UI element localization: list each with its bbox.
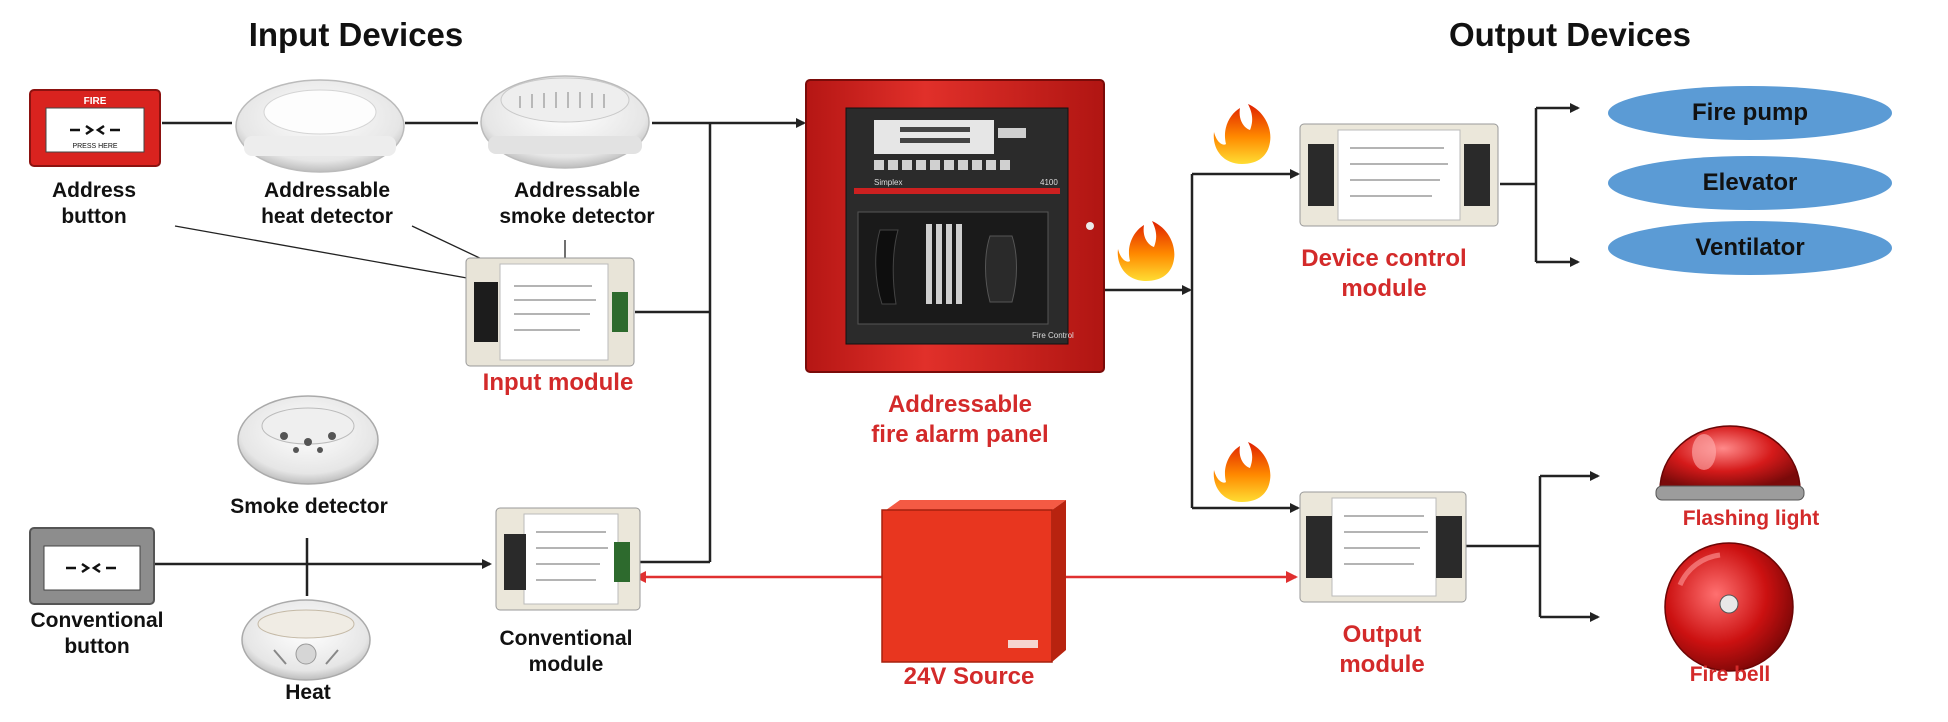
flame-icon-output — [1213, 442, 1271, 502]
panel-brand: Simplex — [874, 178, 902, 187]
call-point-text: FIRE — [84, 96, 107, 107]
panel-footer: Fire Control — [1032, 331, 1074, 340]
fire-alarm-panel-icon: Simplex 4100 Fire Control — [805, 79, 1105, 373]
label-panel: Addressable fire alarm panel — [871, 391, 1049, 448]
label-heat: Heat — [285, 681, 331, 704]
label-flashing-light: Flashing light — [1682, 507, 1820, 530]
panel-model: 4100 — [1040, 178, 1058, 187]
ventilator-device: Ventilator — [1608, 221, 1892, 275]
label-24v-source: 24V Source — [903, 663, 1035, 690]
smoke-detector-addr-icon — [480, 75, 650, 169]
output-module-icon — [1299, 491, 1467, 603]
heat-detector-icon — [235, 79, 405, 173]
label-smoke-detector: Smoke detector — [230, 495, 388, 518]
smoke-detector-icon — [237, 395, 379, 485]
power-supply-icon — [881, 500, 1066, 663]
input-module-icon — [465, 257, 635, 367]
call-point-subtext: PRESS HERE — [72, 143, 117, 150]
flame-icon-panel — [1117, 221, 1175, 281]
label-conventional-button: Conventional button — [30, 609, 164, 659]
conventional-button-icon — [29, 527, 155, 605]
heat-icon — [241, 599, 371, 681]
fire-bell-icon — [1664, 542, 1794, 672]
label-input-module: Input module — [482, 369, 634, 396]
label-heat-detector: Addressable heat detector — [261, 179, 393, 229]
heading-output-devices: Output Devices — [1448, 16, 1692, 53]
label-smoke-detector-addr: Addressable smoke detector — [499, 179, 655, 229]
label-output-module: Output module — [1339, 621, 1425, 678]
label-address-button: Address button — [51, 179, 137, 229]
conventional-module-icon — [495, 507, 641, 611]
device-control-module-icon — [1299, 123, 1499, 227]
elevator-device: Elevator — [1608, 156, 1892, 210]
label-fire-bell: Fire bell — [1689, 663, 1771, 686]
flashing-light-icon — [1655, 425, 1805, 501]
fire-pump-device: Fire pump — [1608, 86, 1892, 140]
heading-input-devices: Input Devices — [248, 16, 464, 53]
label-device-control-module: Device control module — [1301, 245, 1467, 302]
address-button-icon: FIRE PRESS HERE — [29, 89, 161, 167]
flame-icon-device-control — [1213, 104, 1271, 164]
label-conventional-module: Conventional module — [499, 627, 633, 677]
